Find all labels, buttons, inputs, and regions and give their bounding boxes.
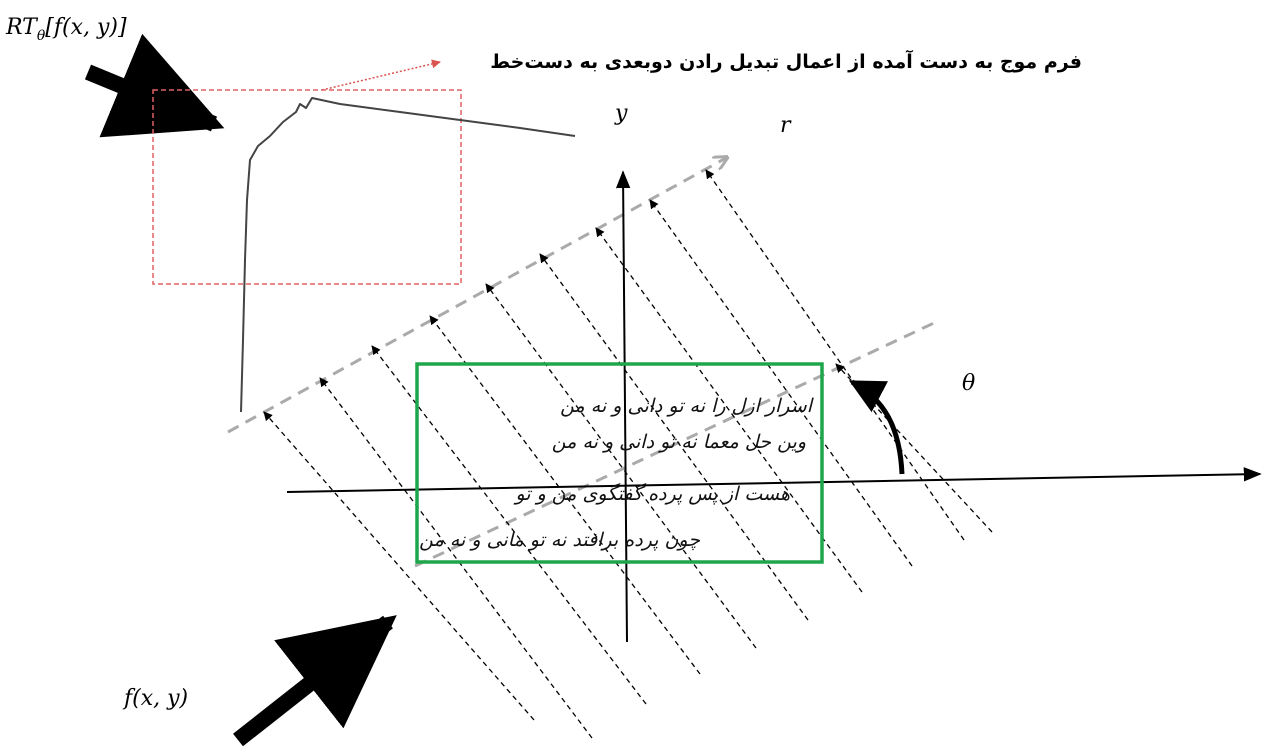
projection-ray	[319, 377, 593, 739]
input-big-arrow	[233, 615, 397, 747]
handwriting-sample: اسرار ازل را نه تو دانی و نه من وین حل م…	[419, 395, 815, 551]
r-axis-line	[227, 158, 726, 434]
projection-baseline	[414, 321, 935, 568]
projection-ray	[371, 345, 647, 705]
projection-ray	[263, 411, 535, 721]
projection-rays	[263, 169, 993, 739]
transform-label: RTθ[f(x, y)]	[5, 15, 127, 44]
projection-ray	[485, 283, 757, 649]
handwriting-image-box	[415, 362, 824, 564]
waveform-caption: فرم موج به دست آمده از اعمال تبدیل رادن …	[490, 49, 1082, 73]
waveform-big-arrow	[84, 33, 225, 138]
theta-label: θ	[962, 371, 975, 396]
radon-waveform	[240, 97, 576, 413]
projection-ray	[429, 315, 701, 675]
projection-ray	[649, 199, 913, 567]
handwriting-line: وین حل معما نه تو دانی و نه من	[552, 431, 806, 453]
handwriting-line: اسرار ازل را نه تو دانی و نه من	[560, 395, 815, 417]
x-axis	[286, 467, 1262, 493]
projection-ray	[595, 227, 863, 593]
projection-ray	[705, 169, 965, 541]
handwriting-line: چون پرده برافتد نه تو مانی و نه من	[419, 529, 700, 551]
y-axis-label: y	[614, 101, 628, 126]
theta-rotation-arrow	[848, 379, 905, 475]
projection-ray	[539, 253, 809, 621]
caption-pointer-arrow	[321, 59, 441, 91]
r-axis-label: r	[780, 113, 792, 138]
handwriting-line: هست از پس پرده گفتگوی من و تو	[513, 482, 790, 505]
waveform-box	[152, 89, 462, 285]
input-function-label: f(x, y)	[122, 686, 188, 711]
